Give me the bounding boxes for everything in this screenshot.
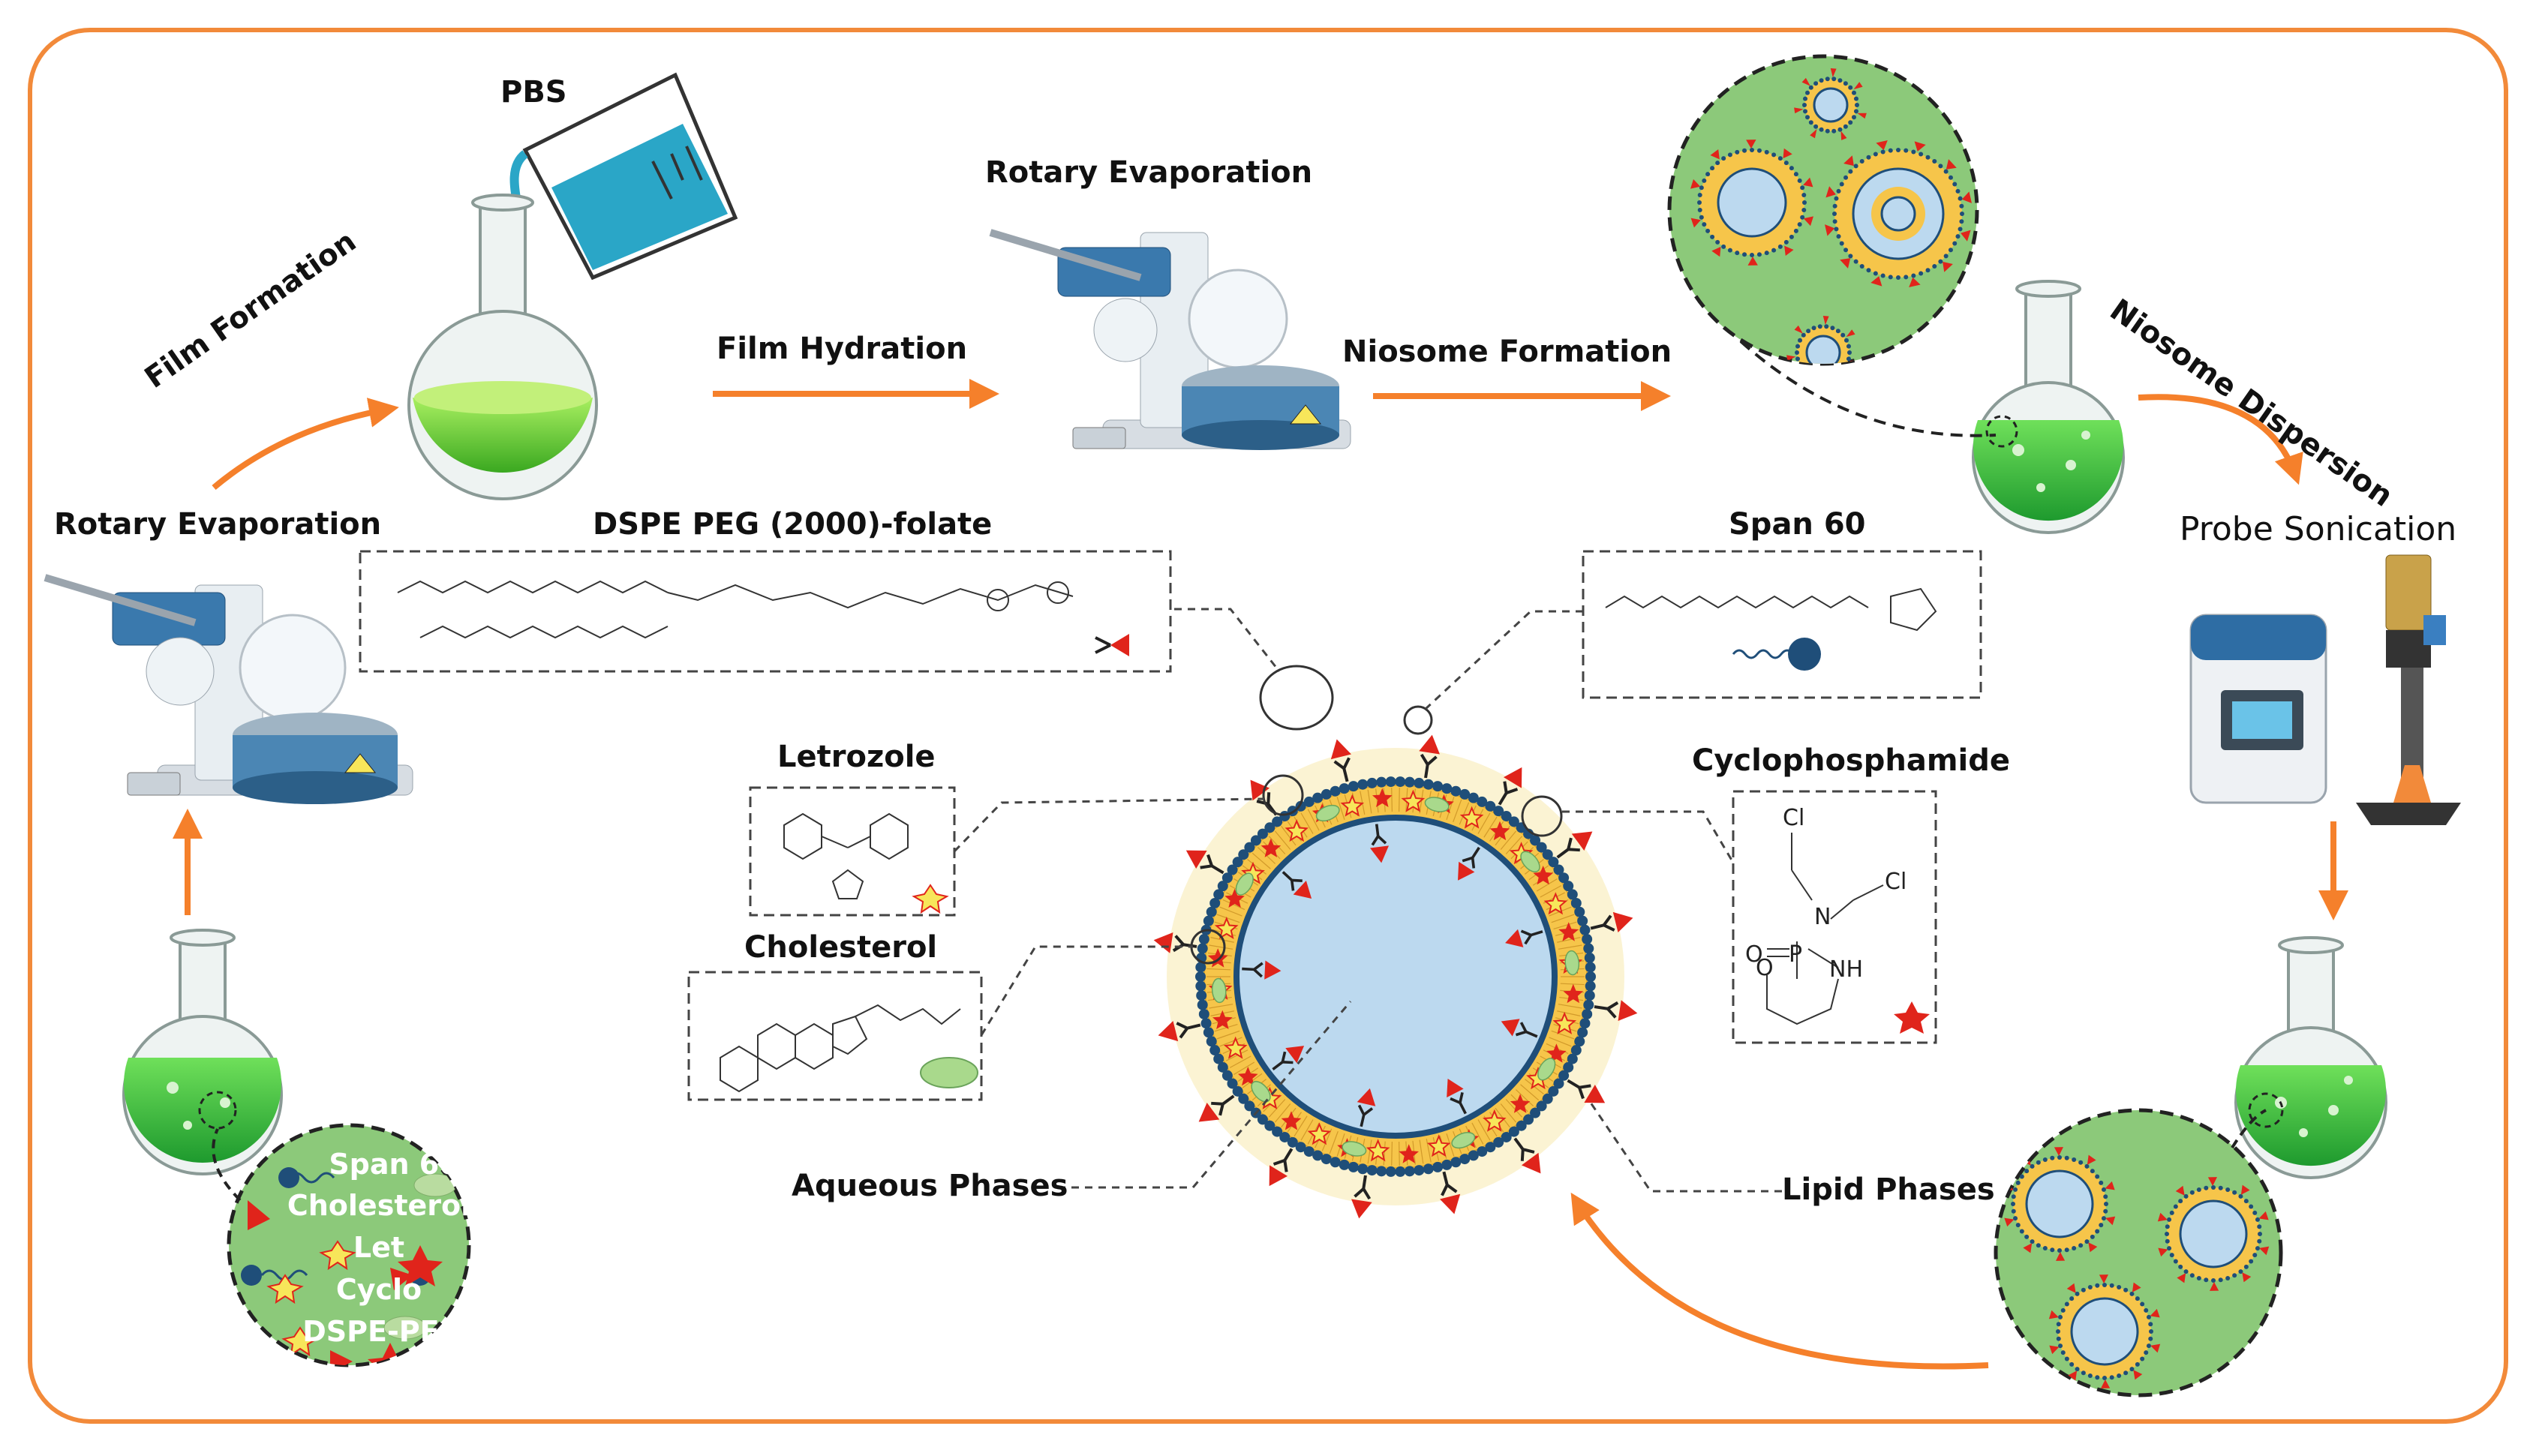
label-letrozole: Letrozole — [777, 740, 936, 774]
cyclo-atom-o-ring: O — [1756, 955, 1774, 981]
central-niosome — [1153, 734, 1638, 1219]
label-span60: Span 60 — [1729, 507, 1866, 542]
rotary-evaporator-top — [989, 229, 1351, 450]
label-aqueous-phases: Aqueous Phases — [792, 1169, 1068, 1203]
cyclo-atom-n: N — [1814, 904, 1831, 930]
label-lipid-phases: Lipid Phases — [1782, 1172, 1995, 1207]
cyclo-atom-cl-top: Cl — [1783, 805, 1804, 831]
callout-lines — [953, 608, 1782, 1193]
niosome-zoom-bubble-bottom — [1994, 1108, 2283, 1397]
label-pbs: PBS — [500, 75, 567, 110]
label-film-hydration: Film Hydration — [717, 332, 968, 366]
cyclophosphamide-box: Cl Cl N O P O NH — [1732, 790, 1937, 1044]
niosome-zoom-bubble-top — [1667, 54, 1997, 437]
pbs-beaker — [509, 72, 738, 281]
flask-niosomes-top — [1972, 280, 2125, 534]
arrow-to-central-niosome — [1570, 1192, 1989, 1370]
mixture-zoom-bubble: Span 60 Cholesterol Let Cyclo DSPE-PEG — [212, 1123, 471, 1367]
cyclo-atom-o-double: O — [1745, 941, 1763, 968]
cyclo-atom-cl-right: Cl — [1885, 869, 1907, 895]
mixture-item-span60: Span 60 — [329, 1148, 458, 1181]
label-dspe-peg-folate: DSPE PEG (2000)-folate — [593, 507, 993, 542]
outer-frame — [28, 28, 2508, 1424]
label-niosome-formation: Niosome Formation — [1342, 335, 1672, 369]
dspe-peg-box — [359, 550, 1172, 673]
letrozole-box — [749, 786, 956, 917]
round-bottom-flask-top — [407, 194, 598, 500]
mixture-item-cyclo: Cyclo — [336, 1273, 422, 1306]
cyclo-atom-nh: NH — [1829, 956, 1863, 983]
probe-sonicator — [2189, 554, 2461, 825]
label-rotary-evaporation-top: Rotary Evaporation — [985, 155, 1313, 190]
label-cyclophosphamide: Cyclophosphamide — [1692, 743, 2010, 778]
rotary-evaporator-left — [44, 574, 413, 804]
cholesterol-box — [687, 971, 983, 1101]
label-probe-sonication: Probe Sonication — [2180, 510, 2457, 548]
mixture-item-cholesterol: Cholesterol — [287, 1189, 470, 1222]
mixture-item-dspe-peg: DSPE-PEG — [302, 1315, 463, 1348]
span60-box — [1582, 550, 1982, 699]
arrow-film-formation — [212, 398, 399, 491]
mixture-item-let: Let — [353, 1231, 404, 1264]
flask-mixture-bottom — [122, 929, 283, 1175]
flask-niosomes-bottom — [2234, 936, 2387, 1179]
label-cholesterol: Cholesterol — [744, 930, 938, 965]
workflow-arrows — [173, 379, 2348, 1370]
label-rotary-evaporation-left: Rotary Evaporation — [54, 507, 382, 542]
cyclo-atom-p: P — [1789, 941, 1802, 968]
arrow-niosome-dispersion — [2138, 394, 2303, 485]
